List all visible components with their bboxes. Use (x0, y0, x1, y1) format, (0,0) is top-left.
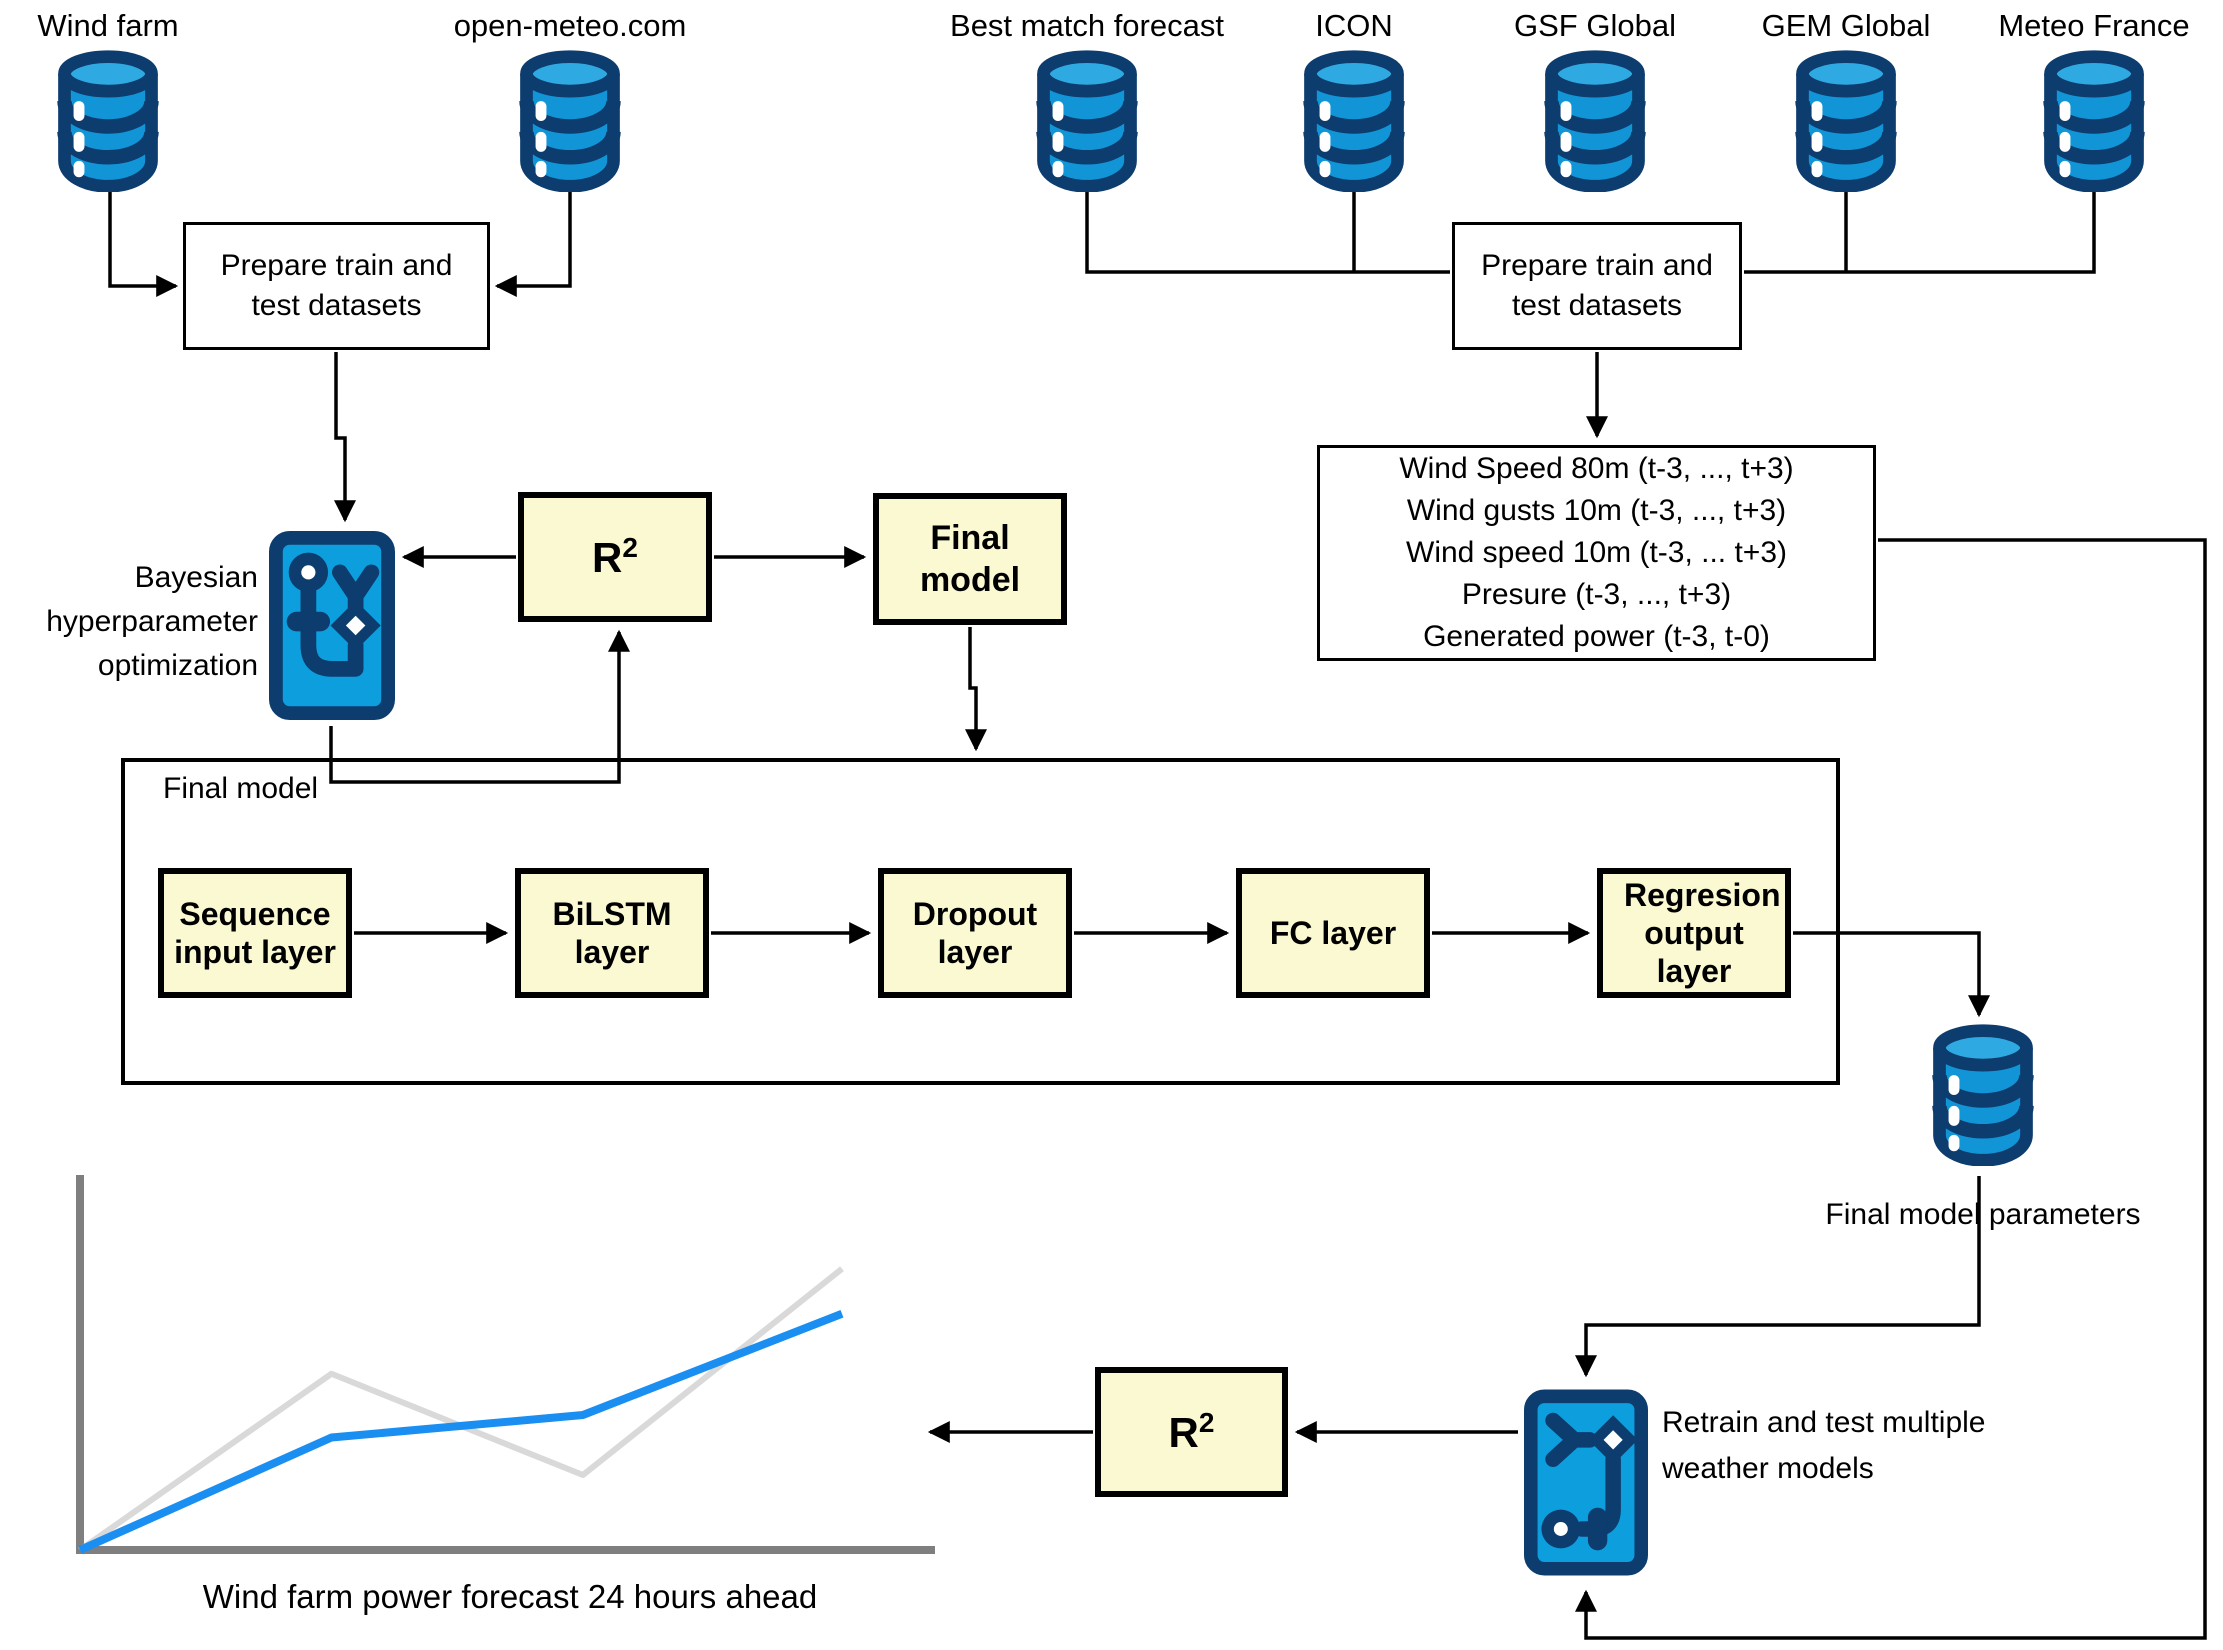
bayesian-optimization-label: Bayesian hyperparameter optimization (46, 561, 258, 682)
final-model-small-label: Final model (919, 519, 1021, 599)
blue-forecast-line (78, 1310, 844, 1554)
database-icon (2043, 50, 2145, 192)
database-icon (1029, 50, 1145, 192)
database-icon (1303, 50, 1405, 192)
layer-label: Regresion output layer (1624, 877, 1781, 989)
feature-line: Wind speed 10m (t-3, ... t+3) (1406, 536, 1787, 569)
layer-bilstm: BiLSTM layer (515, 868, 709, 998)
layer-regression-output: Regresion output layer (1597, 868, 1791, 998)
prepare-datasets-left-box: Prepare train and test datasets (183, 222, 490, 350)
final-model-small-box: Final model (873, 493, 1067, 625)
chart-caption: Wind farm power forecast 24 hours ahead (202, 1578, 818, 1615)
database-icon (1932, 1024, 2034, 1166)
source-gsf-global: GSF Global (1445, 8, 1745, 192)
feature-line: Presure (t-3, ..., t+3) (1461, 578, 1732, 611)
workflow-icon (1524, 1389, 1648, 1576)
layer-dropout: Dropout layer (878, 868, 1072, 998)
layer-label: Dropout layer (912, 896, 1038, 970)
r-squared-label: R2 (1168, 1407, 1215, 1456)
layer-label: Sequence input layer (174, 896, 336, 970)
prepare-datasets-left-label: Prepare train and test datasets (220, 249, 453, 322)
retrain-label: Retrain and test multiple weather models (1662, 1406, 1986, 1485)
database-icon (519, 50, 621, 192)
database-icon (1296, 50, 1412, 192)
source-open-meteo: open-meteo.com (420, 8, 720, 192)
database-icon (50, 50, 166, 192)
prepare-datasets-right-box: Prepare train and test datasets (1452, 222, 1742, 350)
final-model-parameters-icon (1925, 1024, 2041, 1166)
feature-line: Wind gusts 10m (t-3, ..., t+3) (1406, 494, 1787, 527)
database-icon (1788, 50, 1904, 192)
retrain-workflow-icon (1524, 1384, 1648, 1586)
source-label: GEM Global (1761, 8, 1931, 43)
layer-label: FC layer (1269, 915, 1397, 951)
source-label: Meteo France (1998, 8, 2190, 43)
source-gem-global: GEM Global (1696, 8, 1996, 192)
bayesian-optimization-icon (269, 528, 395, 728)
final-model-container: Final model (121, 758, 1840, 1085)
r-squared-top-box: R2 (518, 492, 712, 622)
gray-reference-line (78, 1266, 844, 1553)
source-best-match: Best match forecast (937, 8, 1237, 192)
source-icon-model: ICON (1204, 8, 1504, 192)
layer-label: BiLSTM layer (552, 896, 672, 970)
source-meteo-france: Meteo France (1944, 8, 2223, 192)
forecast-chart (76, 1175, 935, 1554)
database-icon (1544, 50, 1646, 192)
layer-sequence-input: Sequence input layer (158, 868, 352, 998)
source-label: GSF Global (1514, 8, 1676, 43)
r-squared-label: R2 (592, 532, 638, 581)
feature-line: Generated power (t-3, t-0) (1423, 620, 1770, 653)
layer-fc: FC layer (1236, 868, 1430, 998)
source-label: Best match forecast (950, 8, 1224, 43)
database-icon (57, 50, 159, 192)
final-model-parameters-label: Final model parameters (1825, 1198, 2141, 1231)
source-wind-farm: Wind farm (0, 8, 258, 192)
database-icon (1036, 50, 1138, 192)
database-icon (1537, 50, 1653, 192)
source-label: open-meteo.com (453, 8, 687, 43)
database-icon (512, 50, 628, 192)
source-label: ICON (1315, 8, 1393, 43)
input-features-box: Wind Speed 80m (t-3, ..., t+3) Wind gust… (1317, 445, 1876, 661)
prepare-datasets-right-label: Prepare train and test datasets (1481, 249, 1713, 322)
final-model-container-title: Final model (163, 772, 319, 805)
source-label: Wind farm (37, 8, 179, 43)
workflow-icon (269, 531, 395, 720)
database-icon (1795, 50, 1897, 192)
feature-line: Wind Speed 80m (t-3, ..., t+3) (1399, 452, 1794, 485)
database-icon (2036, 50, 2152, 192)
r-squared-bottom-box: R2 (1095, 1367, 1288, 1497)
